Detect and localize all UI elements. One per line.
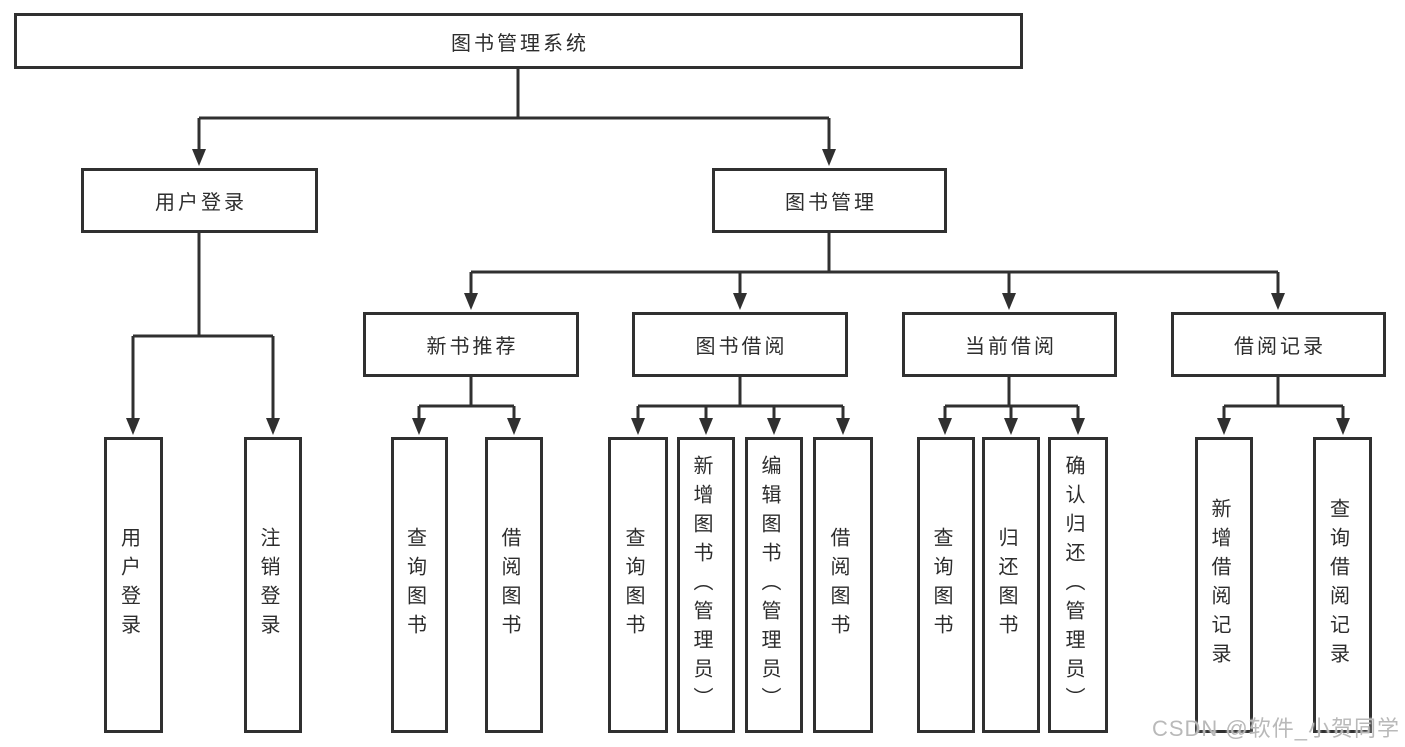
leaf-borrow-books-recommend: 借阅图书 [485, 437, 543, 733]
node-borrowing-records: 借阅记录 [1171, 312, 1386, 377]
connector-user-login-children [126, 233, 280, 435]
leaf-confirm-return-admin: 确认归还（管理员） [1048, 437, 1108, 733]
node-user-login: 用户登录 [81, 168, 318, 233]
leaf-logout: 注销登录 [244, 437, 302, 733]
connector-book-management-to-level3 [464, 233, 1285, 310]
leaf-borrow-books: 借阅图书 [813, 437, 873, 733]
node-book-management: 图书管理 [712, 168, 947, 233]
leaf-add-borrow-record: 新增借阅记录 [1195, 437, 1253, 733]
node-book-borrowing: 图书借阅 [632, 312, 848, 377]
node-current-borrowing: 当前借阅 [902, 312, 1117, 377]
leaf-query-books-current: 查询图书 [917, 437, 975, 733]
node-new-book-recommend: 新书推荐 [363, 312, 579, 377]
leaf-user-login: 用户登录 [104, 437, 163, 733]
connector-borrowing-records-children [1217, 377, 1350, 435]
leaf-edit-books-admin: 编辑图书（管理员） [745, 437, 803, 733]
leaf-add-books-admin: 新增图书（管理员） [677, 437, 735, 733]
connector-current-borrowing-children [938, 377, 1085, 435]
connector-root-to-level2 [192, 69, 836, 166]
csdn-watermark: CSDN @软件_小贺同学 [1151, 716, 1400, 741]
leaf-return-books: 归还图书 [982, 437, 1040, 733]
leaf-query-borrow-record: 查询借阅记录 [1313, 437, 1372, 733]
connector-book-borrowing-children [631, 377, 850, 435]
connector-new-book-recommend-children [412, 377, 521, 435]
leaf-query-books-recommend: 查询图书 [391, 437, 448, 733]
leaf-query-books-borrowing: 查询图书 [608, 437, 668, 733]
node-root-system: 图书管理系统 [14, 13, 1023, 69]
